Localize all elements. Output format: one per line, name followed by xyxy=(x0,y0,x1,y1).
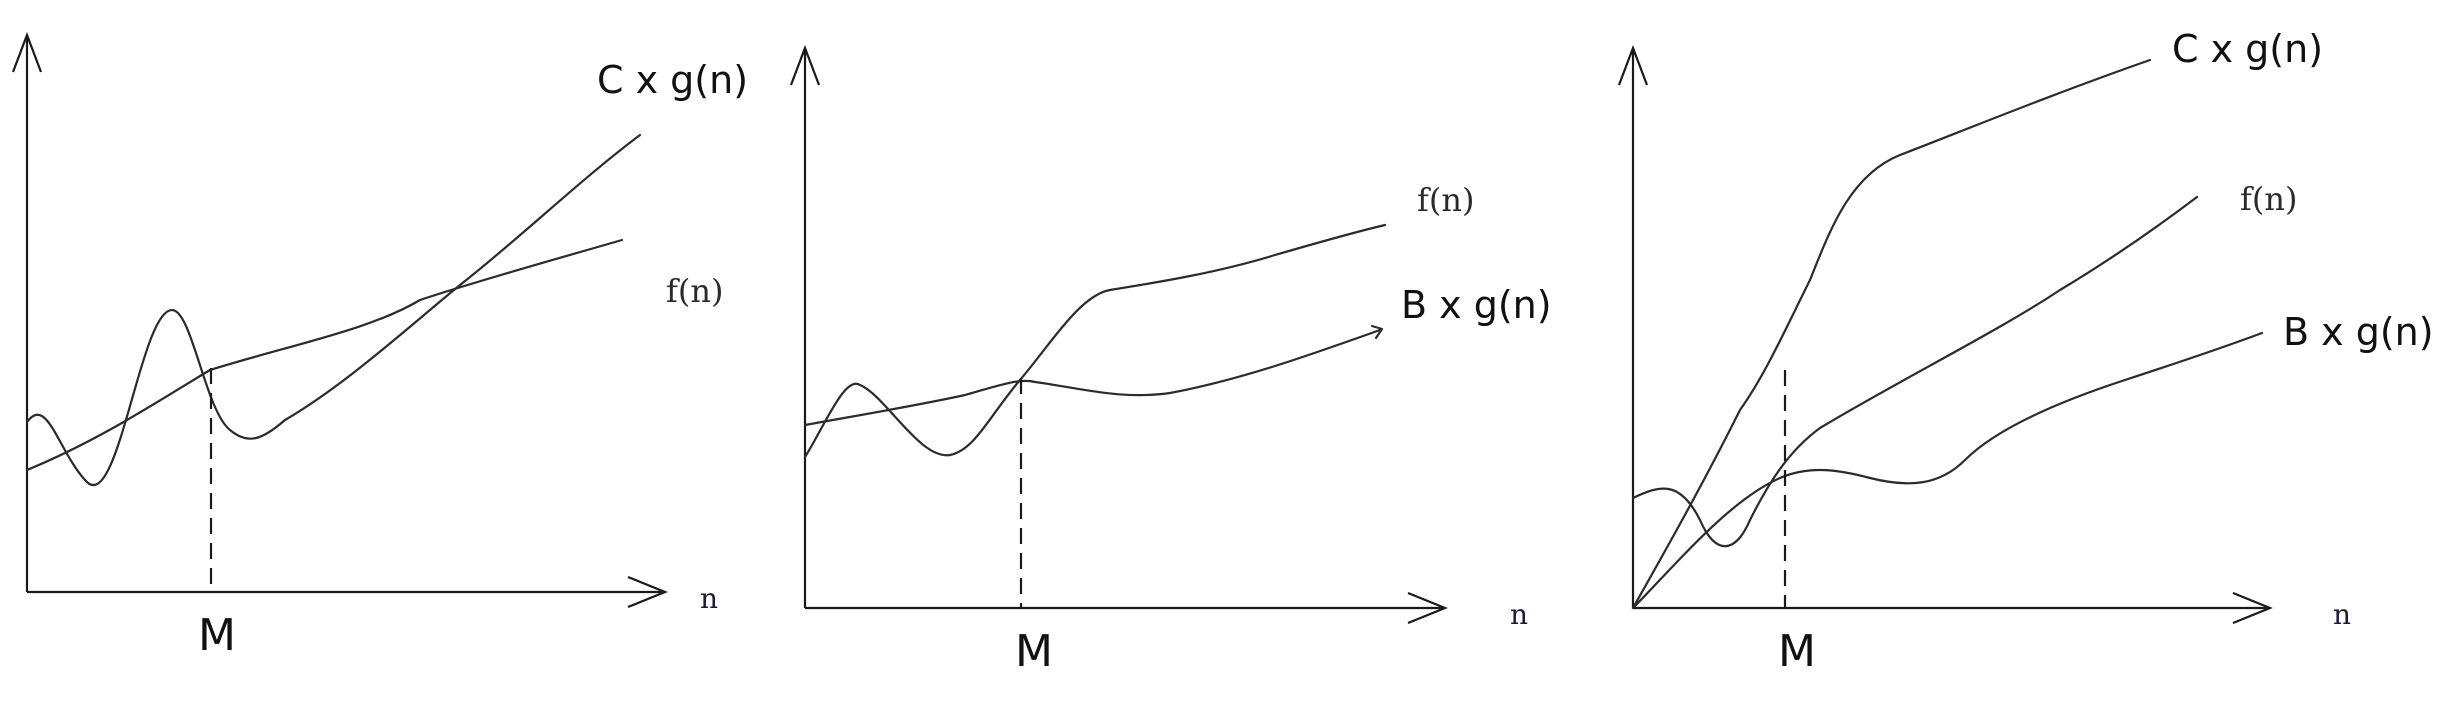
lower-curve-label-2: B x g(n) xyxy=(1401,283,1552,327)
lower-curve-b-g-n-3 xyxy=(1631,331,2264,610)
f-n-label-2: f(n) xyxy=(1417,181,1474,219)
bottom-curve-label-3: B x g(n) xyxy=(2283,310,2434,354)
f-n-label-3: f(n) xyxy=(2240,180,2297,218)
y-axis-3 xyxy=(1617,44,1649,608)
x-axis-label-1: n xyxy=(700,582,718,615)
x-axis-label-3: n xyxy=(2333,598,2351,631)
f-n-curve-1 xyxy=(25,238,624,472)
lower-curve-b-g-n-2 xyxy=(803,328,1382,427)
threshold-label-2: M xyxy=(1015,626,1053,677)
top-curve-label-3: C x g(n) xyxy=(2172,27,2323,71)
y-axis-2 xyxy=(789,44,821,608)
f-n-label-1: f(n) xyxy=(666,272,723,310)
x-axis-1 xyxy=(27,575,668,609)
y-axis-1 xyxy=(11,31,43,592)
lower-curve-arrowhead-2 xyxy=(1370,324,1384,340)
panel-big-o: C x g(n) f(n) n M xyxy=(11,31,748,661)
panel-big-omega: f(n) B x g(n) n M xyxy=(789,44,1552,677)
f-n-curve-3 xyxy=(1631,195,2199,548)
x-axis-3 xyxy=(1633,591,2273,625)
upper-curve-label-1: C x g(n) xyxy=(597,58,748,102)
upper-curve-c-g-n-3 xyxy=(1631,58,2152,610)
threshold-label-3: M xyxy=(1778,626,1816,677)
upper-curve-c-g-n-1 xyxy=(25,133,642,486)
f-n-curve-2 xyxy=(803,223,1387,459)
threshold-label-1: M xyxy=(198,610,236,661)
x-axis-label-2: n xyxy=(1510,598,1528,631)
x-axis-2 xyxy=(805,591,1448,625)
panel-big-theta: C x g(n) f(n) B x g(n) n M xyxy=(1617,27,2434,677)
